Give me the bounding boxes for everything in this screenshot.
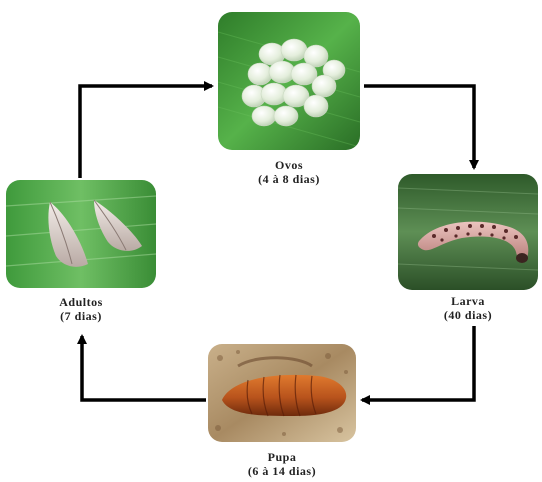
pupa-duration: (6 à 14 dias) xyxy=(222,464,342,478)
adults-name: Adultos xyxy=(31,295,131,309)
eggs-duration: (4 à 8 dias) xyxy=(239,172,339,186)
larva-duration: (40 dias) xyxy=(418,308,518,322)
adults-label: Adultos (7 dias) xyxy=(31,295,131,323)
pupa-label: Pupa (6 à 14 dias) xyxy=(222,450,342,478)
eggs-name: Ovos xyxy=(239,158,339,172)
eggs-label: Ovos (4 à 8 dias) xyxy=(239,158,339,186)
pupa-image xyxy=(208,344,356,442)
arrow-pupa-to-adults xyxy=(82,336,206,400)
pupa-name: Pupa xyxy=(222,450,342,464)
larva-label: Larva (40 dias) xyxy=(418,294,518,322)
larva-image xyxy=(398,174,538,290)
adults-image xyxy=(6,180,156,288)
adults-duration: (7 dias) xyxy=(31,309,131,323)
eggs-image xyxy=(218,12,360,150)
arrow-adults-to-eggs xyxy=(80,86,212,178)
arrow-eggs-to-larva xyxy=(364,86,474,168)
arrow-larva-to-pupa xyxy=(362,326,474,400)
larva-name: Larva xyxy=(418,294,518,308)
